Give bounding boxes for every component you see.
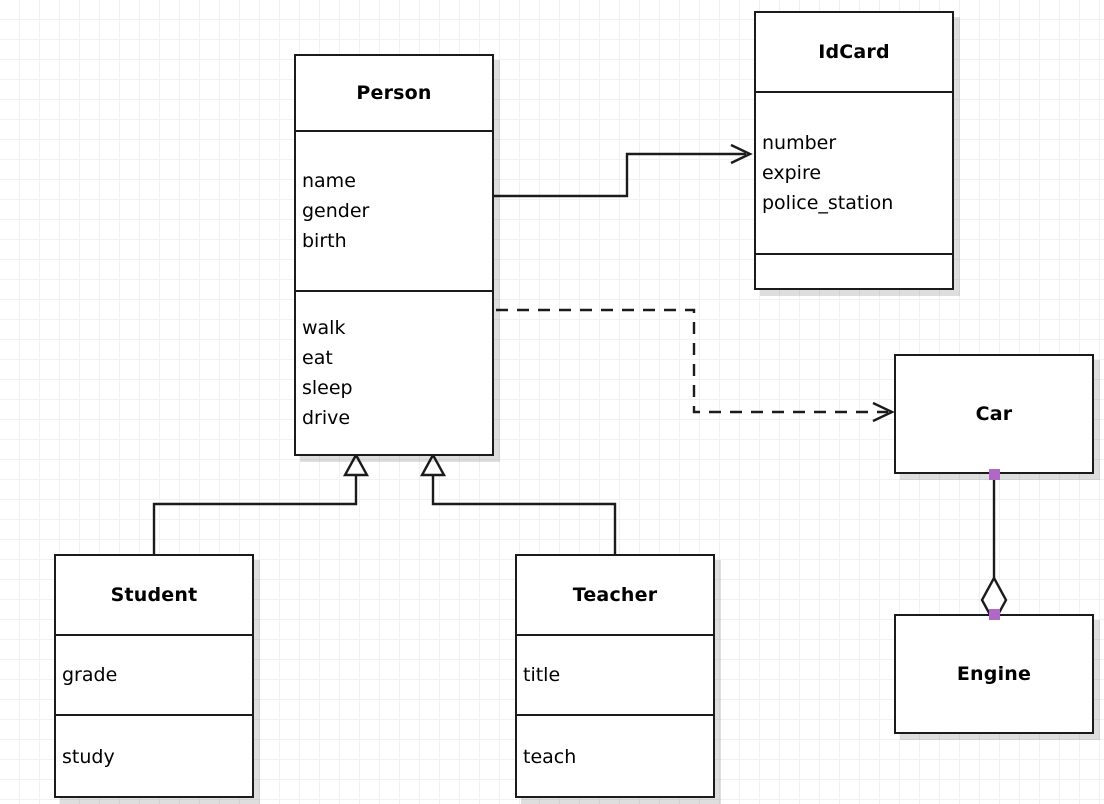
generalization-teacher-person[interactable] bbox=[419, 452, 617, 554]
class-title-compartment: IdCard bbox=[756, 13, 952, 91]
class-operations-compartment: study bbox=[56, 714, 252, 798]
operation-item: sleep bbox=[302, 377, 353, 399]
hollow-triangle-icon bbox=[342, 452, 370, 477]
operation-item: eat bbox=[302, 347, 333, 369]
class-name-engine: Engine bbox=[956, 663, 1032, 685]
class-title-compartment: Student bbox=[56, 556, 252, 634]
attribute-item: grade bbox=[62, 664, 118, 686]
attribute-item: name bbox=[302, 170, 356, 192]
class-name-car: Car bbox=[975, 403, 1013, 425]
attribute-item: number bbox=[762, 132, 837, 154]
attribute-item: gender bbox=[302, 200, 370, 222]
class-name-person: Person bbox=[356, 82, 432, 104]
attribute-item: expire bbox=[762, 162, 822, 184]
class-title-compartment: Engine bbox=[896, 616, 1092, 732]
class-operations-compartment: teach bbox=[517, 714, 713, 798]
class-box-student[interactable]: Student grade study bbox=[54, 554, 254, 798]
operation-item: study bbox=[62, 746, 115, 768]
connection-port-car-bottom[interactable] bbox=[989, 469, 1000, 480]
class-name-teacher: Teacher bbox=[572, 584, 658, 606]
class-name-idcard: IdCard bbox=[818, 41, 890, 63]
class-name-student: Student bbox=[110, 584, 198, 606]
attribute-item: police_station bbox=[762, 192, 894, 214]
hollow-triangle-icon bbox=[419, 452, 447, 477]
class-title-compartment: Car bbox=[896, 356, 1092, 472]
class-attributes-compartment: name gender birth bbox=[296, 130, 492, 290]
attribute-item: birth bbox=[302, 230, 347, 252]
operation-item: walk bbox=[302, 317, 346, 339]
class-box-engine[interactable]: Engine bbox=[894, 614, 1094, 734]
open-arrow-head-icon bbox=[872, 401, 895, 423]
aggregation-car-engine[interactable] bbox=[980, 474, 1008, 625]
class-box-teacher[interactable]: Teacher title teach bbox=[515, 554, 715, 798]
attribute-item: title bbox=[523, 664, 561, 686]
class-attributes-compartment: title bbox=[517, 634, 713, 714]
class-attributes-compartment: number expire police_station bbox=[756, 91, 952, 253]
operation-item: drive bbox=[302, 407, 351, 429]
class-box-person[interactable]: Person name gender birth walk eat sleep … bbox=[294, 54, 494, 456]
connection-port-engine-top[interactable] bbox=[989, 609, 1000, 620]
class-box-car[interactable]: Car bbox=[894, 354, 1094, 474]
class-box-idcard[interactable]: IdCard number expire police_station bbox=[754, 11, 954, 290]
class-title-compartment: Person bbox=[296, 56, 492, 130]
class-operations-compartment: walk eat sleep drive bbox=[296, 290, 492, 454]
class-title-compartment: Teacher bbox=[517, 556, 713, 634]
operation-item: teach bbox=[523, 746, 577, 768]
association-person-idcard[interactable] bbox=[494, 143, 753, 198]
class-attributes-compartment: grade bbox=[56, 634, 252, 714]
class-operations-compartment bbox=[756, 253, 952, 288]
dependency-person-car[interactable] bbox=[496, 308, 895, 423]
open-arrow-head-icon bbox=[730, 143, 753, 165]
generalization-student-person[interactable] bbox=[152, 452, 370, 554]
